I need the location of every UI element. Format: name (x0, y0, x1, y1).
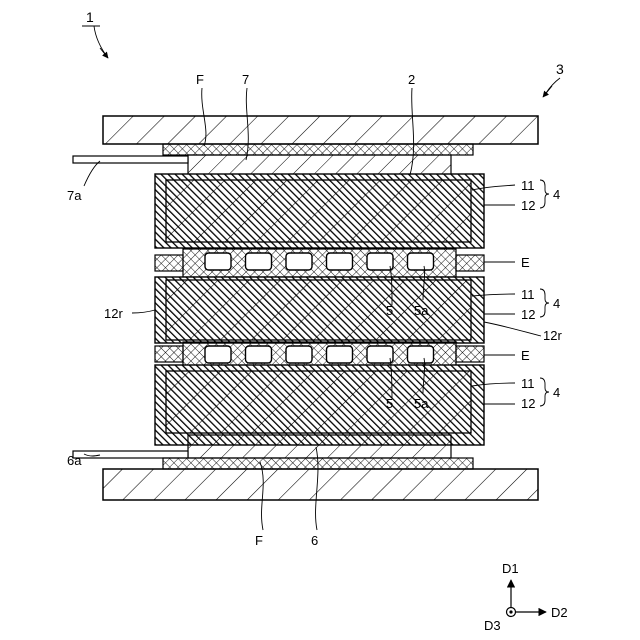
label-4-b: 4 (553, 296, 560, 311)
channel-slot-2-6 (408, 346, 434, 363)
label-12r-right: 12r (543, 328, 562, 343)
label-11-c: 11 (521, 376, 535, 391)
label-7a: 7a (67, 188, 82, 203)
label-6: 6 (311, 533, 318, 548)
gasket-right-2 (456, 346, 484, 362)
cell-1-separator-plate (166, 180, 471, 242)
label-3: 3 (556, 61, 564, 77)
label-12r-left: 12r (104, 306, 123, 321)
label-5-a: 5 (386, 303, 393, 318)
bottom-terminal-tab (73, 451, 188, 458)
gasket-left-2 (155, 346, 183, 362)
label-5a-a: 5a (414, 303, 429, 318)
axis-d3-marker-dot (509, 610, 512, 613)
channel-slot-2-5 (367, 346, 393, 363)
label-4-c: 4 (553, 385, 560, 400)
label-12-b: 12 (521, 307, 535, 322)
label-7: 7 (242, 72, 249, 87)
ref-1-arrow (100, 48, 108, 58)
top-terminal-tab (73, 156, 188, 163)
gasket-left-1 (155, 255, 183, 271)
label-5-b: 5 (386, 396, 393, 411)
label-12-c: 12 (521, 396, 535, 411)
bottom-end-plate (103, 469, 538, 500)
label-2: 2 (408, 72, 415, 87)
label-11-b: 11 (521, 287, 535, 302)
channel-slot-1-2 (246, 253, 272, 270)
channel-slot-2-3 (286, 346, 312, 363)
axis-d1-label: D1 (502, 561, 519, 576)
label-4-a: 4 (553, 187, 560, 202)
label-E-a: E (521, 255, 530, 270)
label-1: 1 (86, 9, 94, 25)
label-F-bottom: F (255, 533, 263, 548)
channel-slot-1-3 (286, 253, 312, 270)
label-12-a: 12 (521, 198, 535, 213)
channel-slot-2-1 (205, 346, 231, 363)
axis-d2-label: D2 (551, 605, 568, 620)
channel-slot-2-4 (327, 346, 353, 363)
label-5a-b: 5a (414, 396, 429, 411)
braces (540, 180, 549, 406)
channel-slot-1-5 (367, 253, 393, 270)
bottom-current-collector (188, 435, 451, 458)
ref-3-arrow (543, 86, 552, 97)
top-insulating-film (163, 144, 473, 155)
top-end-plate (103, 116, 538, 144)
channel-slot-1-4 (327, 253, 353, 270)
axis-d3-label: D3 (484, 618, 501, 633)
channel-slot-2-2 (246, 346, 272, 363)
channel-slot-1-6 (408, 253, 434, 270)
direction-axes: D1 D2 D3 (484, 561, 568, 633)
label-11-a: 11 (521, 178, 535, 193)
gasket-right-1 (456, 255, 484, 271)
label-6a: 6a (67, 453, 82, 468)
channel-slot-1-1 (205, 253, 231, 270)
label-E-b: E (521, 348, 530, 363)
label-F-top: F (196, 72, 204, 87)
